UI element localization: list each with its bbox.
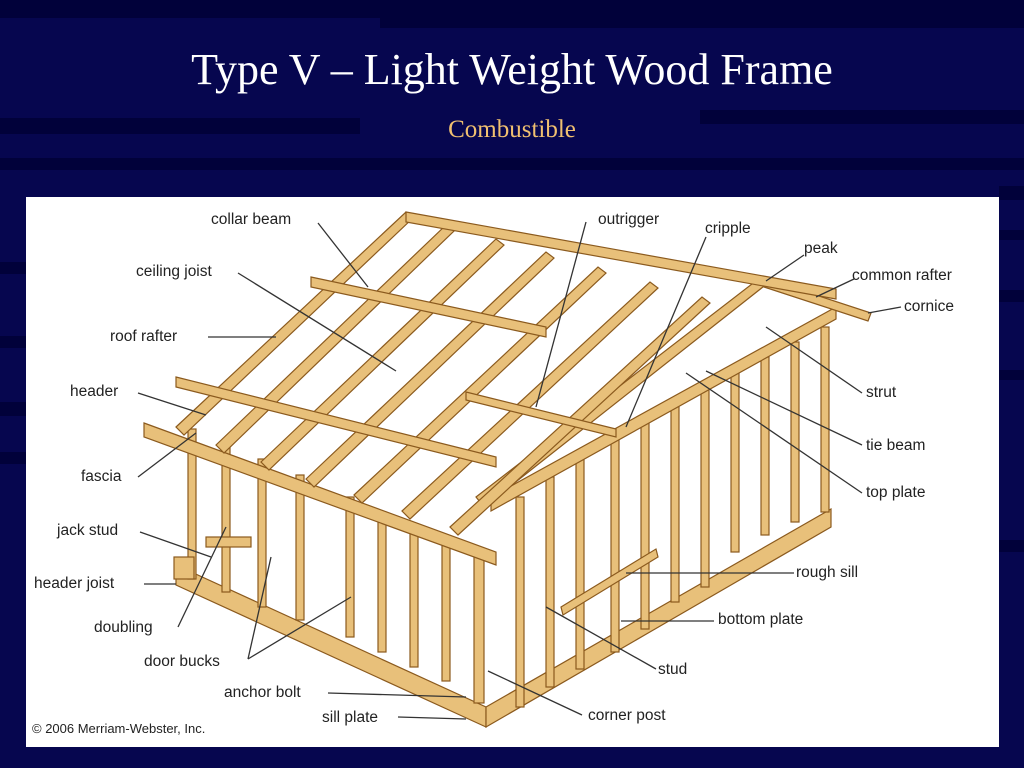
front-wall-studs <box>187 428 485 704</box>
outrigger-shape <box>465 391 617 438</box>
label-doubling: doubling <box>94 619 153 636</box>
bg-stripe <box>0 336 26 348</box>
label-cornice: cornice <box>904 298 954 315</box>
label-outrigger: outrigger <box>598 211 660 228</box>
bg-stripe <box>0 158 1024 170</box>
label-tie-beam: tie beam <box>866 437 926 454</box>
label-strut: strut <box>866 384 897 401</box>
label-roof-rafter: roof rafter <box>110 328 178 345</box>
label-collar-beam: collar beam <box>211 211 292 228</box>
sill-plate-right-shape <box>485 507 832 729</box>
label-top-plate: top plate <box>866 484 926 501</box>
house-frame-diagram: collar beam ceiling joist roof rafter he… <box>26 197 999 747</box>
ceiling-joist-shape <box>175 376 497 468</box>
bg-stripe <box>999 370 1024 380</box>
label-corner-post: corner post <box>588 707 666 724</box>
bg-stripe <box>380 0 1024 28</box>
bg-stripe <box>0 262 26 274</box>
bg-stripe <box>999 540 1024 552</box>
bg-stripe <box>0 452 26 464</box>
label-header-joist: header joist <box>34 575 115 592</box>
header-joist-shape <box>173 556 195 580</box>
label-jack-stud: jack stud <box>57 522 119 539</box>
slide-title: Type V – Light Weight Wood Frame <box>191 45 833 94</box>
slide-subtitle: Combustible <box>448 116 576 143</box>
label-anchor-bolt: anchor bolt <box>224 684 301 701</box>
bg-stripe <box>999 290 1024 302</box>
bg-stripe <box>0 118 360 134</box>
label-rough-sill: rough sill <box>796 564 859 581</box>
bg-stripe <box>0 402 26 416</box>
collar-beam-shape <box>310 276 547 338</box>
top-plate-side-shape <box>490 305 837 513</box>
top-plate-front-shape <box>143 422 497 566</box>
label-sill-plate: sill plate <box>322 709 378 726</box>
ridge-shape <box>405 211 837 300</box>
bg-stripe <box>999 186 1024 200</box>
rough-sill-shape <box>560 548 659 616</box>
side-wall-studs <box>515 326 830 708</box>
label-cripple: cripple <box>705 220 751 237</box>
label-door-bucks: door bucks <box>144 653 220 670</box>
house-frame-drawing <box>137 211 902 729</box>
label-common-rafter: common rafter <box>852 267 952 284</box>
bg-stripe <box>700 110 1024 124</box>
copyright-notice: © 2006 Merriam-Webster, Inc. <box>32 721 206 736</box>
door-header-shape <box>205 536 252 548</box>
label-bottom-plate: bottom plate <box>718 611 804 628</box>
label-header: header <box>70 383 119 400</box>
label-peak: peak <box>804 240 838 257</box>
label-ceiling-joist: ceiling joist <box>136 263 212 280</box>
label-stud: stud <box>658 661 688 678</box>
label-fascia: fascia <box>81 468 122 485</box>
leader-lines <box>137 221 902 720</box>
bg-stripe <box>999 230 1024 240</box>
